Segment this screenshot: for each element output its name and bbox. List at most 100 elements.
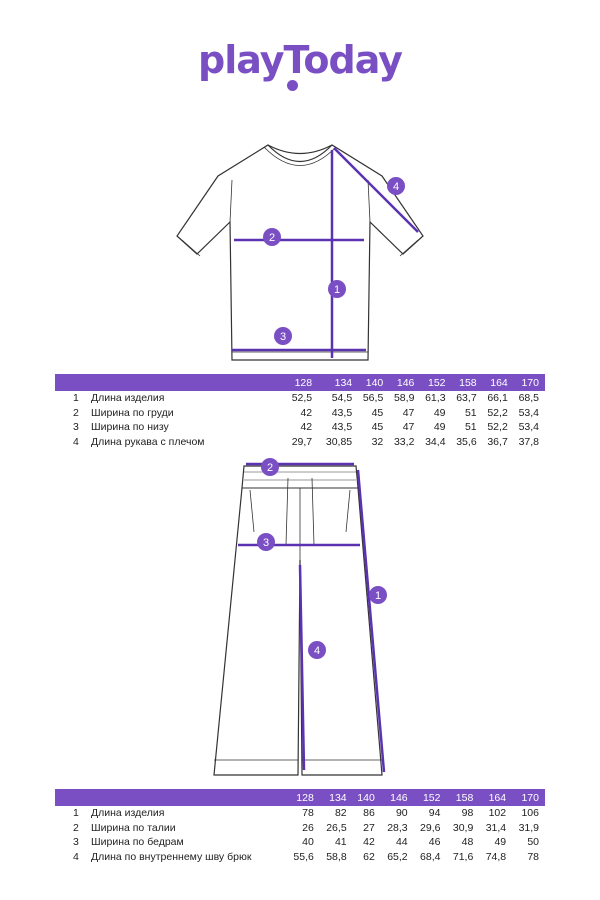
cell-padding [539, 406, 545, 421]
marker-3-pants [257, 533, 275, 551]
tshirt-markers: 2 1 3 4 [263, 177, 405, 345]
size-cell: 128 [281, 789, 314, 806]
row-number: 4 [73, 850, 79, 863]
measurement-value: 49 [433, 406, 446, 419]
measurement-value: 35,6 [456, 435, 477, 448]
measurement-value: 30,85 [325, 435, 353, 448]
row-number: 1 [73, 807, 79, 820]
marker-4-pants [308, 641, 326, 659]
header-cell [55, 374, 61, 391]
cell-padding [539, 420, 545, 435]
measurement-value: 29,7 [291, 435, 313, 448]
measurement-value: 33,2 [393, 435, 415, 448]
tshirt-measure-lines [232, 147, 419, 358]
measurement-value: 45 [371, 406, 384, 419]
marker-1-pants [369, 586, 387, 604]
size-cell: 146 [383, 374, 415, 391]
measurement-value: 68,4 [420, 850, 441, 863]
measurement-value: 51 [464, 406, 477, 419]
measurement-value: 53,4 [518, 421, 539, 434]
measurement-value: 43,5 [331, 421, 353, 434]
measurement-value: 47 [402, 421, 415, 434]
cell-padding [539, 435, 545, 450]
measurement-value: 55,6 [293, 850, 314, 863]
header-cell [55, 789, 61, 806]
measurement-name: Длина изделия [91, 807, 165, 820]
measurement-value: 42 [363, 836, 375, 849]
measurement-value: 102 [488, 807, 507, 820]
measurement-name: Ширина по бедрам [91, 836, 184, 849]
measurement-value: 82 [334, 807, 347, 820]
measurement-value: 27 [363, 821, 375, 834]
size-cell: 152 [414, 374, 446, 391]
cell-padding [539, 391, 545, 406]
measurement-value: 42 [300, 421, 313, 434]
measurement-value: 51 [464, 421, 477, 434]
measurement-value: 32 [371, 435, 384, 448]
measurement-value: 78 [527, 850, 539, 863]
header-cell [539, 789, 545, 806]
tshirt-drawing: 2 1 3 4 [176, 144, 424, 361]
measurement-value: 47 [402, 406, 415, 419]
size-cell: 170 [506, 789, 539, 806]
cell-padding [539, 806, 545, 821]
marker-1-tshirt [328, 280, 346, 298]
measurement-value: 45 [371, 421, 384, 434]
header-cell [61, 374, 91, 391]
pants-outline [213, 465, 383, 776]
measurement-value: 31,9 [518, 821, 539, 834]
marker-3-label: 3 [263, 537, 269, 549]
row-number: 2 [73, 821, 79, 834]
measurement-value: 30,9 [452, 821, 474, 834]
measurement-name: Длина рукава с плечом [91, 435, 205, 448]
measurement-value: 42 [300, 406, 313, 419]
size-cell: 164 [476, 374, 508, 391]
tshirt-size-table: 128 134 140 146 152 158 164 170 1 Длина … [55, 374, 545, 449]
size-cell: 152 [407, 789, 441, 806]
header-cell [539, 374, 545, 391]
row-number: 3 [73, 836, 79, 849]
measurement-value: 53,4 [518, 406, 539, 419]
measurement-value: 36,7 [487, 435, 508, 448]
measurement-value: 78 [302, 807, 314, 820]
measurement-value: 58,9 [393, 392, 415, 405]
cell-padding [539, 835, 545, 850]
measurement-value: 49 [433, 421, 446, 434]
size-cell: 134 [313, 789, 347, 806]
measurement-value: 74,8 [485, 850, 507, 863]
size-cell: 164 [473, 789, 507, 806]
tshirt-outline [176, 144, 424, 361]
measurement-name: Ширина по груди [91, 406, 174, 419]
measurement-value: 44 [395, 836, 408, 849]
marker-2-tshirt [263, 228, 281, 246]
measurement-value: 61,3 [425, 392, 446, 405]
size-cell: 170 [507, 374, 539, 391]
size-cell: 146 [374, 789, 408, 806]
measurement-value: 62 [363, 850, 375, 863]
size-header-row: 128 134 140 146 152 158 164 170 [55, 374, 545, 391]
measurement-value: 52,2 [487, 406, 508, 419]
cell-padding [539, 850, 545, 865]
measurement-value: 37,8 [518, 435, 539, 448]
measurement-value: 41 [334, 836, 347, 849]
measurement-value: 48 [461, 836, 474, 849]
measurement-value: 66,1 [487, 392, 508, 405]
measurement-value: 68,5 [518, 392, 539, 405]
measurement-name: Длина изделия [91, 392, 165, 405]
header-cell [91, 789, 281, 806]
measurement-value: 98 [461, 807, 474, 820]
size-cell: 140 [346, 789, 375, 806]
measurement-value: 43,5 [331, 406, 353, 419]
pants-measure-lines [238, 462, 386, 773]
marker-4-tshirt [387, 177, 405, 195]
measurement-value: 86 [363, 807, 375, 820]
marker-1-label: 1 [375, 590, 381, 602]
pants-drawing: 2 3 1 4 [213, 458, 387, 776]
size-cell: 134 [312, 374, 353, 391]
pants-size-table: 128 134 140 146 152 158 164 170 1 Длина … [55, 789, 545, 864]
